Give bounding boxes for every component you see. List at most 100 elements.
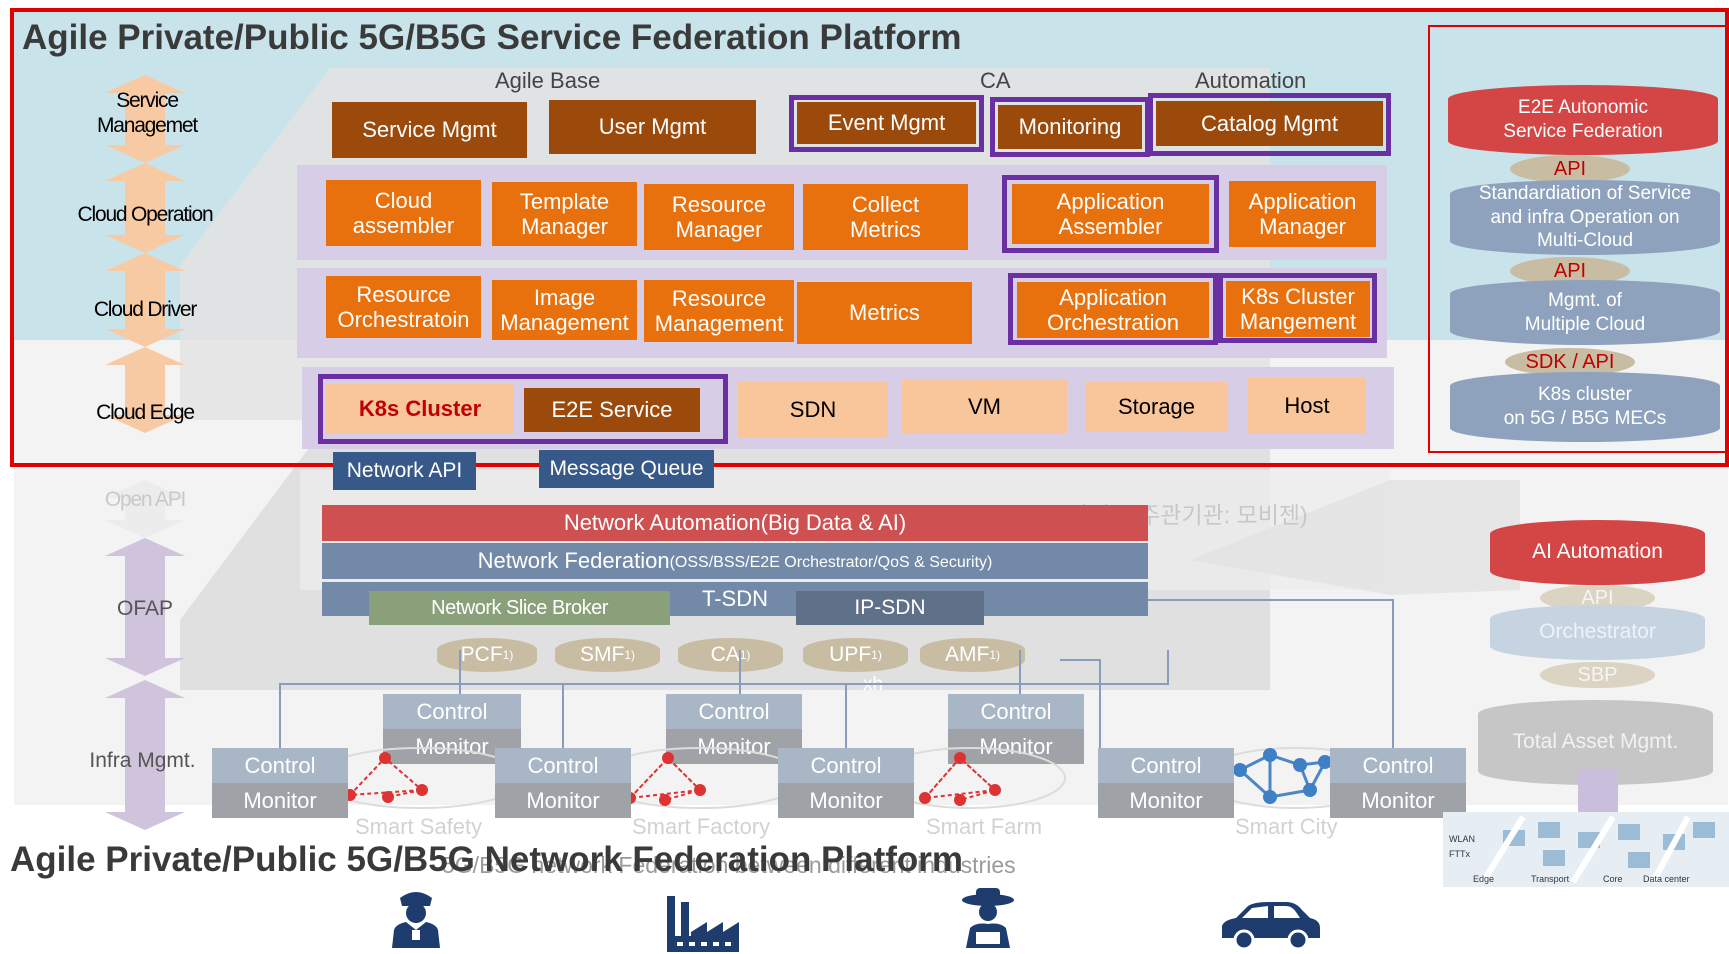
- orchestrator-cylinder: Orchestrator: [1490, 605, 1705, 660]
- sdk-api-connector: SDK / API: [1505, 348, 1635, 376]
- monitor-lower-1[interactable]: Monitor: [212, 783, 348, 818]
- infra-label-transport: Transport: [1531, 874, 1570, 884]
- domain-smart-factory: Smart Factory: [632, 814, 771, 839]
- application-orchestration-box[interactable]: Application Orchestration: [1017, 282, 1209, 338]
- layer-ofap: OFAP: [116, 597, 174, 620]
- k8s-cluster-mgmt-box[interactable]: K8s Cluster Mangement: [1226, 281, 1370, 337]
- storage-box[interactable]: Storage: [1085, 382, 1228, 432]
- cloud-assembler-box[interactable]: Cloud assembler: [326, 180, 481, 246]
- resource-orchestration-box[interactable]: Resource Orchestratoin: [326, 276, 481, 338]
- event-mgmt-frame: [789, 95, 984, 152]
- footer-note: 5G/B5G network Federation between differ…: [442, 852, 1016, 878]
- control-lower-3[interactable]: Control: [778, 748, 914, 783]
- asset-arrow: [1578, 770, 1618, 820]
- metrics-box[interactable]: Metrics: [797, 282, 972, 344]
- left-arrows-bottom: [105, 480, 185, 830]
- control-lower-1[interactable]: Control: [212, 748, 348, 783]
- network-slice-broker-box[interactable]: Network Slice Broker: [369, 591, 670, 625]
- image-management-box[interactable]: Image Management: [492, 280, 637, 340]
- vm-box[interactable]: VM: [902, 380, 1067, 434]
- ip-sdn-box[interactable]: IP-SDN: [796, 591, 984, 625]
- header-agile-base: Agile Base: [495, 68, 601, 93]
- network-federation-bar[interactable]: Network Federation (OSS/BSS/E2E Orchestr…: [322, 543, 1148, 579]
- control-upper-1[interactable]: Control: [383, 694, 521, 729]
- sbp-connector: SBP: [1540, 662, 1655, 688]
- layer-infra-mgmt: Infra Mgmt.: [89, 749, 196, 772]
- infra-label-data-center: Data center: [1643, 874, 1690, 884]
- standardization-cylinder: Standardiation of Service and infra Oper…: [1450, 180, 1720, 255]
- control-upper-3[interactable]: Control: [948, 694, 1084, 729]
- monitor-lower-2[interactable]: Monitor: [495, 783, 631, 818]
- ai-automation-cylinder: AI Automation: [1490, 520, 1705, 585]
- monitoring-box[interactable]: Monitoring: [998, 105, 1142, 149]
- application-manager-box[interactable]: Application Manager: [1229, 181, 1376, 247]
- network-platform-title: Agile Private/Public 5G/B5G Network Fede…: [10, 840, 964, 879]
- farmer-icon: [962, 888, 1014, 948]
- police-officer-icon: [392, 892, 440, 948]
- api-connector-1: API: [1510, 155, 1630, 183]
- network-automation-bar[interactable]: Network Automation(Big Data & AI): [322, 505, 1148, 541]
- header-ca: CA: [980, 68, 1011, 93]
- layer-cloud-edge: Cloud Edge: [96, 401, 195, 424]
- infra-label-core: Core: [1603, 874, 1623, 884]
- federation-sub-label: (OSS/BSS/E2E Orchestrator/QoS & Security…: [669, 554, 993, 571]
- left-arrows-top: [105, 75, 185, 433]
- service-mgmt-box[interactable]: Service Mgmt: [332, 102, 527, 158]
- factory-icon: [667, 896, 739, 952]
- monitor-lower-5[interactable]: Monitor: [1330, 783, 1466, 818]
- event-mgmt-box[interactable]: Event Mgmt: [797, 102, 976, 144]
- catalog-mgmt-frame: [1148, 93, 1391, 156]
- application-assembler-frame: [1002, 175, 1219, 253]
- infra-label-fttx: FTTx: [1449, 849, 1470, 859]
- sdn-box[interactable]: SDN: [738, 382, 888, 438]
- user-mgmt-box[interactable]: User Mgmt: [549, 100, 756, 154]
- network-api-box[interactable]: Network API: [333, 452, 476, 490]
- e2e-autonomic-cylinder: E2E Autonomic Service Federation: [1448, 85, 1718, 155]
- resource-management-box[interactable]: Resource Management: [644, 280, 794, 342]
- monitor-upper-3[interactable]: Monitor: [948, 729, 1084, 764]
- catalog-mgmt-box[interactable]: Catalog Mgmt: [1156, 101, 1383, 146]
- monitor-upper-1[interactable]: Monitor: [383, 729, 521, 764]
- domain-smart-farm: Smart Farm: [926, 814, 1043, 839]
- domain-smart-safety: Smart Safety: [355, 814, 483, 839]
- e2e-service-box[interactable]: E2E Service: [524, 388, 700, 432]
- message-queue-box[interactable]: Message Queue: [539, 450, 714, 488]
- right-stack-frame: [1428, 25, 1729, 453]
- car-icon: [1222, 902, 1320, 950]
- multiple-cloud-cylinder: Mgmt. of Multiple Cloud: [1450, 280, 1720, 345]
- template-manager-box[interactable]: Template Manager: [492, 182, 637, 246]
- control-lower-4[interactable]: Control: [1098, 748, 1234, 783]
- layer-service-management: Service Managemet: [96, 89, 198, 138]
- infra-label-wlan: WLAN: [1449, 834, 1475, 844]
- control-lower-5[interactable]: Control: [1330, 748, 1466, 783]
- host-box[interactable]: Host: [1248, 378, 1366, 434]
- service-platform-title: Agile Private/Public 5G/B5G Service Fede…: [22, 18, 962, 57]
- k8s-e2e-frame: [318, 374, 728, 444]
- control-lower-2[interactable]: Control: [495, 748, 631, 783]
- monitor-lower-4[interactable]: Monitor: [1098, 783, 1234, 818]
- monitor-lower-3[interactable]: Monitor: [778, 783, 914, 818]
- total-asset-cylinder: Total Asset Mgmt.: [1478, 700, 1713, 785]
- k8s-cluster-box[interactable]: K8s Cluster: [326, 384, 514, 434]
- application-orchestration-frame: [1008, 273, 1218, 345]
- k8s-mec-cylinder: K8s cluster on 5G / B5G MECs: [1450, 372, 1720, 442]
- federation-main-label: Network Federation: [477, 548, 670, 573]
- t-sdn-label: T-SDN: [702, 586, 768, 612]
- k8s-cluster-mgmt-frame: [1218, 273, 1377, 343]
- resource-manager-box[interactable]: Resource Manager: [644, 184, 794, 250]
- infra-label-edge: Edge: [1473, 874, 1494, 884]
- header-automation: Automation: [1195, 68, 1307, 93]
- monitoring-frame: [990, 97, 1150, 157]
- layer-cloud-operation: Cloud Operation: [77, 203, 214, 226]
- control-upper-2[interactable]: Control: [666, 694, 802, 729]
- application-assembler-box[interactable]: Application Assembler: [1012, 184, 1209, 244]
- infra-topology-diagram: WLAN FTTx Edge Transport Core Data cente…: [1443, 812, 1729, 887]
- collect-metrics-box[interactable]: Collect Metrics: [803, 184, 968, 250]
